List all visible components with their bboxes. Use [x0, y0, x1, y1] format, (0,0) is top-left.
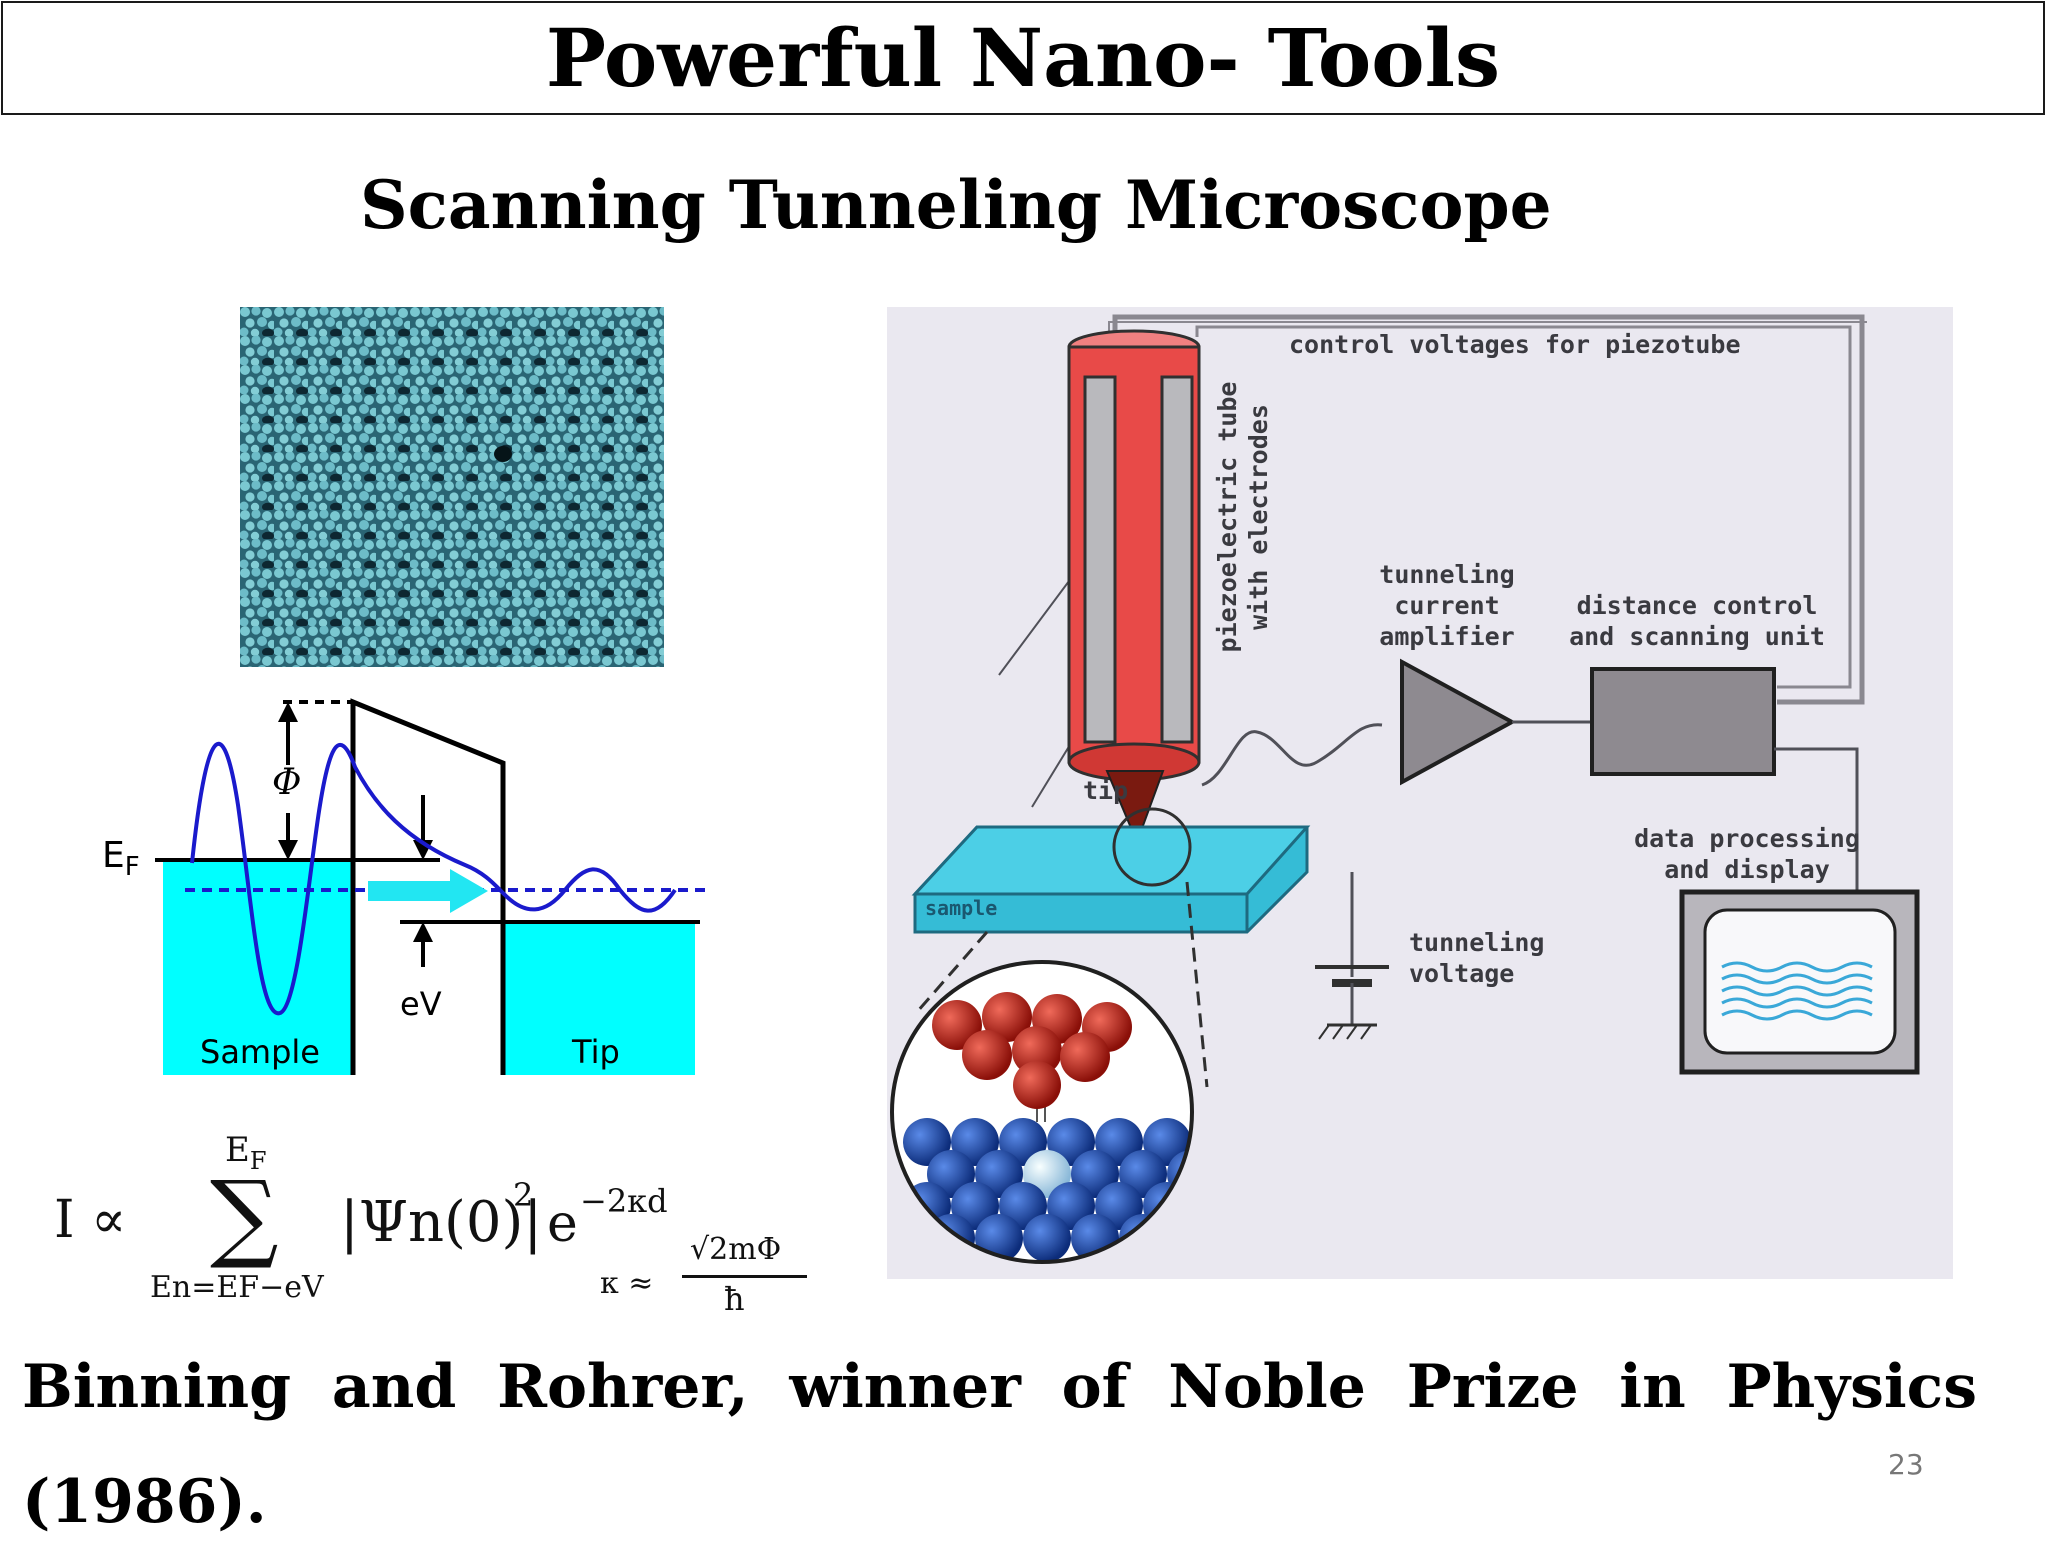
tip-label: tip	[1083, 776, 1129, 805]
tip-label: Tip	[572, 1033, 620, 1071]
fermi-base: E	[102, 835, 125, 876]
amp-line-1: tunneling	[1379, 560, 1515, 589]
formula-exp-power: −2κd	[580, 1182, 668, 1220]
control-voltages-label: control voltages for piezotube	[1289, 330, 1741, 359]
slide-title: Powerful Nano- Tools	[545, 11, 1501, 105]
page-number: 23	[1888, 1448, 1924, 1481]
data-line-2: and display	[1664, 855, 1830, 884]
dist-line-1: distance control	[1576, 591, 1818, 620]
formula-kappa-den: ħ	[724, 1280, 745, 1318]
data-processing-label: data processing and display	[1597, 823, 1897, 885]
footer-text: Binning and Rohrer, winner of Noble Priz…	[22, 1352, 1977, 1537]
stm-surface-image	[240, 307, 664, 667]
amp-line-2: current	[1394, 591, 1500, 620]
tunneling-current-formula: I ∝ EF ∑ En=EF−eV |Ψn(0)| 2 e −2κd κ ≈ √…	[50, 1130, 820, 1330]
piezo-line-1: piezoelectric tube	[1213, 381, 1242, 653]
fermi-label: EF	[102, 835, 140, 882]
formula-exp-base: e	[547, 1194, 578, 1254]
formula-sum-sign: ∑	[210, 1160, 279, 1272]
data-line-1: data processing	[1634, 824, 1860, 853]
sample-label: Sample	[200, 1033, 320, 1071]
stm-schematic: control voltages for piezotube piezoelec…	[887, 307, 1953, 1279]
sample-label: sample	[925, 896, 998, 920]
formula-square: 2	[513, 1176, 534, 1214]
formula-upper-limit: EF	[225, 1130, 266, 1175]
slide-subtitle: Scanning Tunneling Microscope	[360, 166, 1552, 244]
formula-lower-limit: En=EF−eV	[150, 1270, 324, 1305]
formula-term: |Ψn(0)|	[340, 1190, 543, 1255]
formula-lhs: I ∝	[54, 1190, 127, 1250]
piezo-tube-label: piezoelectric tube with electrodes	[1212, 342, 1274, 692]
volt-line-1: tunneling	[1409, 928, 1545, 957]
title-bar: Powerful Nano- Tools	[1, 1, 2045, 115]
phi-label: Φ	[272, 762, 302, 803]
fermi-sub: F	[124, 852, 140, 883]
formula-fraction-bar	[682, 1275, 807, 1278]
volt-line-2: voltage	[1409, 959, 1515, 988]
tunneling-voltage-label: tunneling voltage	[1409, 927, 1544, 989]
ev-label: eV	[400, 985, 442, 1023]
piezo-line-2: with electrodes	[1244, 404, 1273, 630]
formula-upper-base: E	[225, 1130, 250, 1170]
distance-control-label: distance control and scanning unit	[1547, 590, 1847, 652]
amp-line-3: amplifier	[1379, 622, 1515, 651]
dist-line-2: and scanning unit	[1569, 622, 1825, 651]
formula-kappa: κ ≈	[600, 1266, 654, 1301]
formula-kappa-num: √2mΦ	[690, 1232, 782, 1267]
amplifier-label: tunneling current amplifier	[1357, 559, 1537, 652]
band-diagram: Φ EF eV Sample Tip	[100, 695, 720, 1090]
formula-upper-sub: F	[249, 1146, 267, 1175]
